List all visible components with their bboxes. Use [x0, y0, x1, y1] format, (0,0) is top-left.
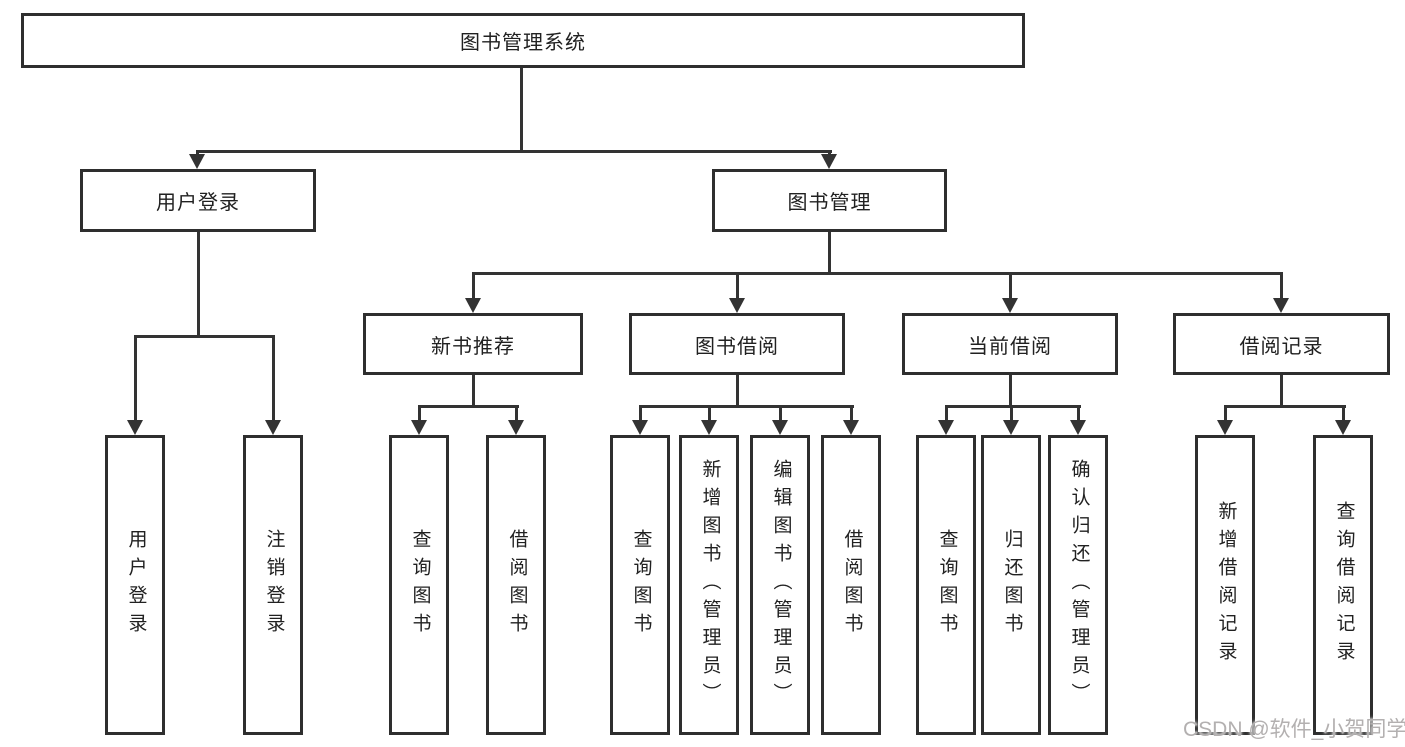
node-user-login-group: 用户登录 [80, 169, 316, 232]
node-current-borrowing: 当前借阅 [902, 313, 1118, 375]
connector-bookmgmt-stem [828, 232, 831, 272]
arrow-down-icon [821, 154, 837, 169]
node-leaf-current-return-books: 归还图书 [981, 435, 1041, 735]
node-leaf-recommend-borrow-books: 借阅图书 [486, 435, 546, 735]
node-leaf-current-query-books: 查询图书 [916, 435, 976, 735]
node-leaf-recommend-query-books: 查询图书 [389, 435, 449, 735]
connector-drop-new-book-recommend [472, 272, 475, 299]
connector-records-split [1224, 405, 1346, 408]
connector-records-stem [1280, 375, 1283, 405]
connector-drop-book-borrowing [736, 272, 739, 299]
node-leaf-borrowing-edit-books: 编辑图书（管理员） [750, 435, 810, 735]
arrow-down-icon [465, 298, 481, 313]
connector-bookmgmt-split [472, 272, 1283, 275]
connector-recommend-split [418, 405, 519, 408]
node-root: 图书管理系统 [21, 13, 1025, 68]
connector-recommend-stem [472, 375, 475, 405]
connector-drop [708, 405, 711, 421]
arrow-down-icon [701, 420, 717, 435]
connector-drop [639, 405, 642, 421]
arrow-down-icon [1217, 420, 1233, 435]
connector-drop-current-borrowing [1009, 272, 1012, 299]
connector-drop-leaf-user-login [134, 335, 137, 421]
node-leaf-user-login: 用户登录 [105, 435, 165, 735]
arrow-down-icon [729, 298, 745, 313]
node-new-book-recommend: 新书推荐 [363, 313, 583, 375]
connector-drop [1342, 405, 1345, 421]
connector-root-split [196, 150, 832, 153]
connector-current-split [945, 405, 1081, 408]
connector-drop-user-login [196, 150, 199, 156]
connector-drop [1010, 405, 1013, 421]
arrow-down-icon [1070, 420, 1086, 435]
arrow-down-icon [1003, 420, 1019, 435]
node-leaf-borrowing-add-books: 新增图书（管理员） [679, 435, 739, 735]
arrow-down-icon [265, 420, 281, 435]
connector-root-stem [520, 68, 523, 150]
connector-drop-leaf-logout [272, 335, 275, 421]
node-leaf-borrowing-borrow-books: 借阅图书 [821, 435, 881, 735]
node-book-management: 图书管理 [712, 169, 947, 232]
connector-borrowing-split [639, 405, 854, 408]
arrow-down-icon [508, 420, 524, 435]
connector-drop [850, 405, 853, 421]
connector-drop-book-management [828, 150, 831, 156]
connector-userlogin-stem [197, 232, 200, 335]
connector-drop [1077, 405, 1080, 421]
connector-drop [418, 405, 421, 421]
connector-drop [515, 405, 518, 421]
arrow-down-icon [189, 154, 205, 169]
arrow-down-icon [632, 420, 648, 435]
node-leaf-records-add-record: 新增借阅记录 [1195, 435, 1255, 735]
arrow-down-icon [1002, 298, 1018, 313]
connector-drop-borrowing-records [1280, 272, 1283, 299]
connector-borrowing-stem [736, 375, 739, 405]
connector-userlogin-split [134, 335, 275, 338]
arrow-down-icon [772, 420, 788, 435]
node-borrowing-records: 借阅记录 [1173, 313, 1390, 375]
arrow-down-icon [411, 420, 427, 435]
arrow-down-icon [127, 420, 143, 435]
node-leaf-borrowing-query-books: 查询图书 [610, 435, 670, 735]
node-leaf-logout: 注销登录 [243, 435, 303, 735]
connector-drop [945, 405, 948, 421]
arrow-down-icon [938, 420, 954, 435]
arrow-down-icon [843, 420, 859, 435]
arrow-down-icon [1273, 298, 1289, 313]
node-book-borrowing: 图书借阅 [629, 313, 845, 375]
node-leaf-records-query-record: 查询借阅记录 [1313, 435, 1373, 735]
arrow-down-icon [1335, 420, 1351, 435]
node-leaf-current-confirm-return: 确认归还（管理员） [1048, 435, 1108, 735]
watermark: CSDN @软件_小贺同学 [1183, 718, 1405, 741]
connector-drop [1224, 405, 1227, 421]
connector-drop [779, 405, 782, 421]
connector-current-stem [1009, 375, 1012, 405]
